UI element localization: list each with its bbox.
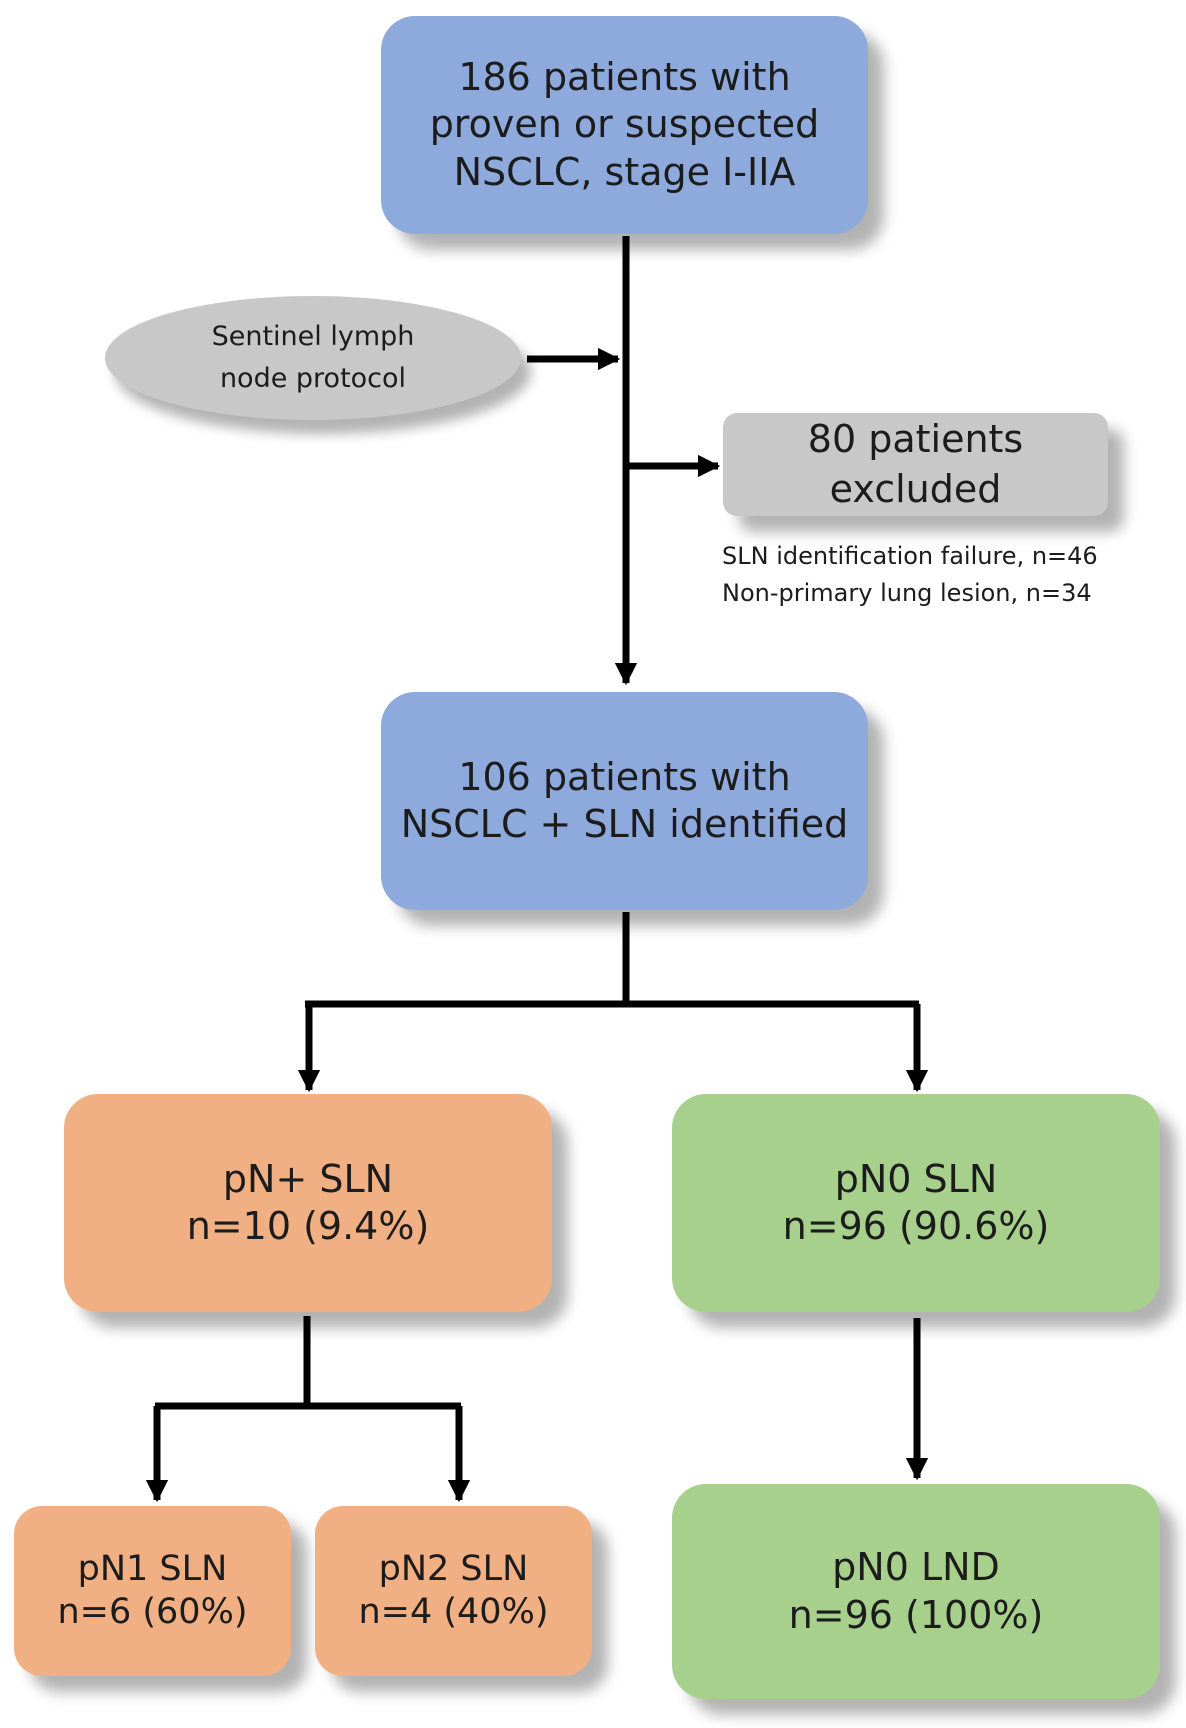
start-node: 186 patients with proven or suspected NS… xyxy=(381,16,868,234)
protocol-node: Sentinel lymph node protocol xyxy=(105,296,521,420)
pn-plus-node: pN+ SLN n=10 (9.4%) xyxy=(64,1094,552,1312)
pn-plus-line-1: pN+ SLN xyxy=(222,1156,394,1201)
exclusion-reason: SLN identification failure, n=46 xyxy=(722,542,1098,570)
pn0-node: pN0 SLN n=96 (90.6%) xyxy=(672,1094,1160,1312)
identified-line-1: 106 patients with xyxy=(458,754,791,799)
pn0-lnd-node: pN0 LND n=96 (100%) xyxy=(672,1484,1160,1699)
pn0-lnd-line-2: n=96 (100%) xyxy=(788,1592,1044,1637)
pn2-line-2: n=4 (40%) xyxy=(358,1592,549,1632)
identified-line-2: NSCLC + SLN identified xyxy=(400,802,849,846)
excluded-line-1: 80 patients xyxy=(807,417,1024,462)
pn1-node: pN1 SLN n=6 (60%) xyxy=(14,1506,291,1676)
identified-node: 106 patients with NSCLC + SLN identified xyxy=(381,692,868,910)
pn-plus-line-2: n=10 (9.4%) xyxy=(186,1204,430,1248)
start-line-2: proven or suspected xyxy=(429,102,820,147)
start-line-3: NSCLC, stage I-IIA xyxy=(453,149,796,194)
pn0-line-2: n=96 (90.6%) xyxy=(782,1204,1050,1248)
pn2-node: pN2 SLN n=4 (40%) xyxy=(315,1506,592,1676)
pn1-line-1: pN1 SLN xyxy=(77,1548,228,1589)
excluded-node: 80 patients excluded xyxy=(723,413,1108,516)
start-line-1: 186 patients with xyxy=(458,55,791,100)
pn0-lnd-line-1: pN0 LND xyxy=(832,1545,1000,1590)
protocol-line-1: Sentinel lymph xyxy=(211,321,415,353)
pn1-line-2: n=6 (60%) xyxy=(57,1592,248,1632)
exclusion-reasons: SLN identification failure, n=46 Non-pri… xyxy=(722,538,1098,612)
excluded-line-2: excluded xyxy=(829,466,1002,511)
exclusion-reason: Non-primary lung lesion, n=34 xyxy=(722,579,1092,607)
pn2-line-1: pN2 SLN xyxy=(378,1548,529,1589)
protocol-line-2: node protocol xyxy=(219,363,407,394)
pn0-line-1: pN0 SLN xyxy=(834,1156,998,1201)
